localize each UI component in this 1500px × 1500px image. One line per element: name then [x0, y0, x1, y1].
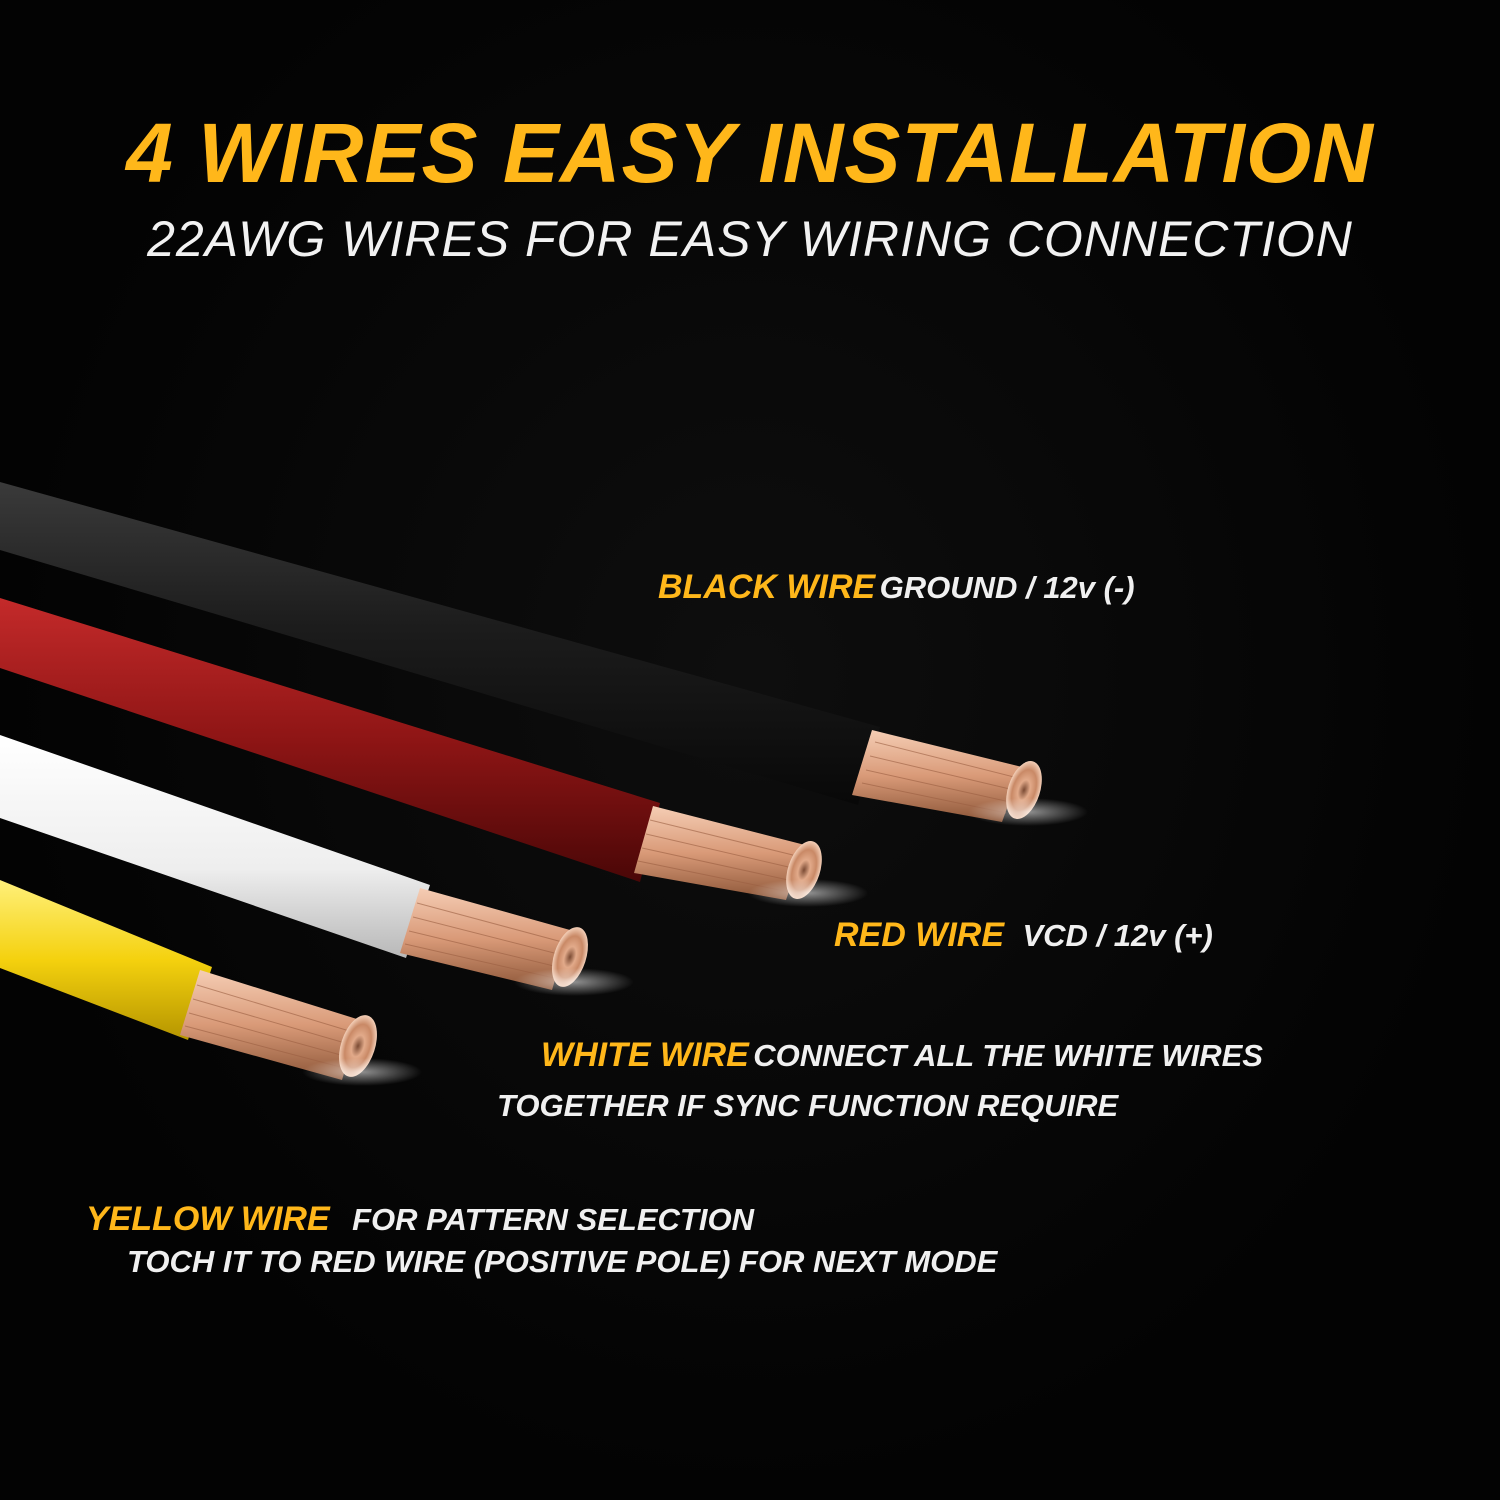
yellow-wire: [0, 880, 422, 1086]
white-wire: [0, 735, 634, 996]
yellow-wire-desc-line2: TOCH IT TO RED WIRE (POSITIVE POLE) FOR …: [127, 1244, 998, 1279]
black-wire-desc: GROUND / 12v (-): [879, 570, 1135, 605]
label-black-wire: BLACK WIRE GROUND / 12v (-): [658, 568, 1135, 607]
white-wire-desc-line2: TOGETHER IF SYNC FUNCTION REQUIRE: [497, 1088, 1119, 1123]
label-white-wire: WHITE WIRE CONNECT ALL THE WHITE WIRES: [541, 1036, 1263, 1075]
red-wire-name: RED WIRE: [834, 916, 1004, 954]
yellow-wire-desc: FOR PATTERN SELECTION: [352, 1202, 754, 1237]
red-wire-desc: VCD / 12v (+): [1022, 918, 1213, 953]
page-subtitle: 22AWG WIRES FOR EASY WIRING CONNECTION: [147, 211, 1353, 267]
white-wire-name: WHITE WIRE: [541, 1036, 749, 1074]
red-wire: [0, 598, 868, 907]
label-yellow-wire: YELLOW WIRE FOR PATTERN SELECTION: [86, 1200, 754, 1239]
black-wire: [0, 482, 1088, 826]
yellow-wire-name: YELLOW WIRE: [86, 1200, 330, 1238]
page-title: 4 WIRES EASY INSTALLATION: [126, 106, 1374, 200]
black-wire-name: BLACK WIRE: [658, 568, 876, 606]
white-wire-desc: CONNECT ALL THE WHITE WIRES: [753, 1038, 1263, 1073]
label-red-wire: RED WIRE VCD / 12v (+): [834, 916, 1213, 955]
